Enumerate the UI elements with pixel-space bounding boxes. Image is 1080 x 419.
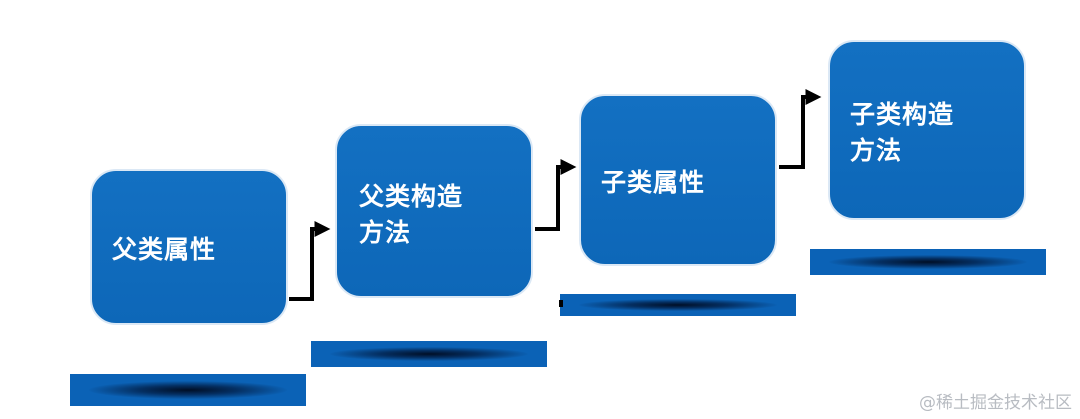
- shelf-step-3: [560, 294, 796, 316]
- step-box-parent-attributes: 父类属性: [90, 169, 288, 325]
- step-label-line-1: 父类构造: [359, 182, 464, 211]
- step-label-line-2: 方法: [850, 136, 903, 165]
- shelf-shadow: [329, 346, 529, 362]
- step-label: 子类属性: [601, 168, 706, 197]
- shelf-shadow: [88, 381, 288, 399]
- step-box-parent-constructor: 父类构造 方法: [335, 124, 533, 298]
- step-label-line-2: 方法: [359, 218, 412, 247]
- arrow-2-to-3: [535, 159, 577, 231]
- shelf-shadow: [578, 298, 778, 312]
- shelf-step-2: [311, 341, 547, 367]
- step-label-line-1: 子类构造: [850, 100, 955, 129]
- watermark-text: @稀土掘金技术社区: [919, 393, 1072, 413]
- step-box-child-attributes: 子类属性: [579, 94, 777, 266]
- tick-mark: [559, 300, 563, 307]
- shelf-step-1: [70, 374, 306, 406]
- step-box-child-constructor: 子类构造 方法: [828, 40, 1026, 220]
- step-label: 父类属性: [112, 235, 217, 264]
- arrow-1-to-2: [289, 221, 331, 301]
- shelf-step-4: [810, 249, 1046, 275]
- arrow-3-to-4: [779, 89, 822, 169]
- shelf-shadow: [828, 254, 1028, 270]
